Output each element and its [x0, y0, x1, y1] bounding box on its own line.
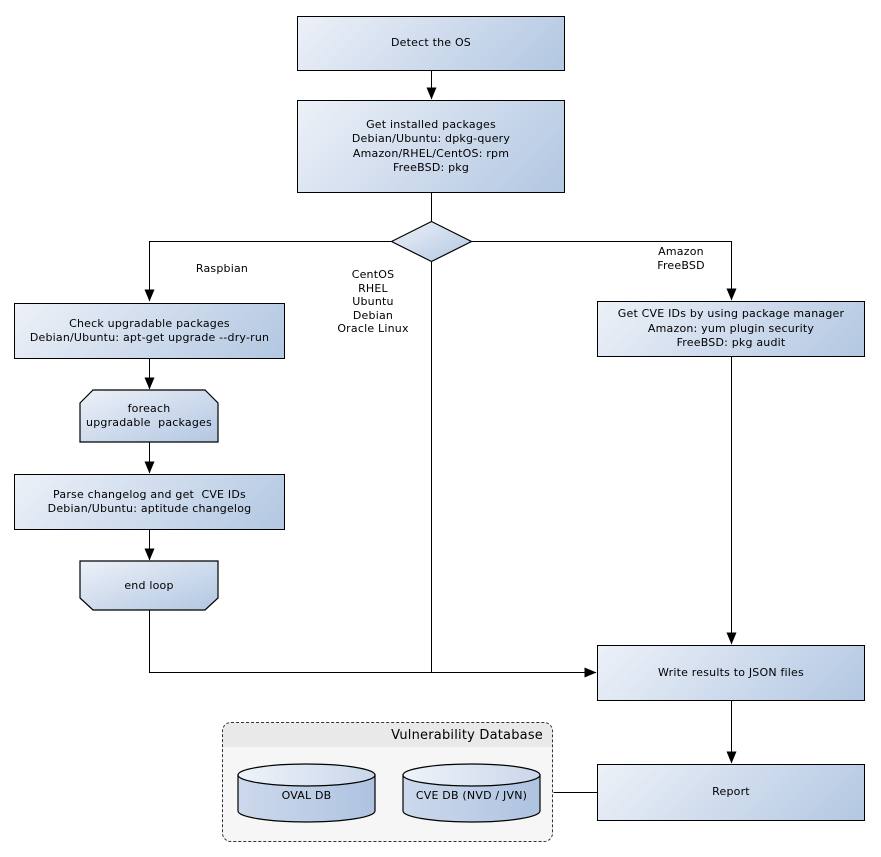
- oval-db-cylinder: [237, 763, 376, 823]
- branch-label-raspbian: Raspbian: [195, 262, 249, 276]
- node-parse-changelog: Parse changelog and get CVE IDs Debian/U…: [14, 474, 285, 530]
- oval-db-label: OVAL DB: [281, 789, 332, 802]
- foreach-loop-label: foreach upgradable packages: [86, 402, 212, 429]
- node-detect-os: Detect the OS: [297, 16, 565, 71]
- node-check-upgradable-packages: Check upgradable packages Debian/Ubuntu:…: [14, 303, 285, 359]
- node-write-results-json: Write results to JSON files: [597, 645, 865, 701]
- cve-db-label: CVE DB (NVD / JVN): [415, 789, 528, 802]
- node-get-cve-ids: Get CVE IDs by using package manager Ama…: [597, 301, 865, 357]
- edge-endloop-to-write: [150, 610, 597, 678]
- edge-decision-to-getcve: [472, 242, 737, 301]
- node-report: Report: [597, 764, 865, 821]
- end-loop-label: end loop: [124, 578, 174, 592]
- cve-db-cylinder: [402, 763, 541, 823]
- vulnerability-database-title: Vulnerability Database: [223, 723, 552, 747]
- branch-label-center-os-list: CentOS RHEL Ubuntu Debian Oracle Linux: [337, 268, 409, 336]
- foreach-loop-shape: [80, 390, 218, 442]
- node-get-installed-packages: Get installed packages Debian/Ubuntu: dp…: [297, 100, 565, 193]
- branch-label-amazon-freebsd: Amazon FreeBSD: [657, 245, 705, 272]
- end-loop-shape: [80, 561, 218, 610]
- os-decision-diamond: [392, 222, 472, 262]
- edge-decision-to-check: [144, 242, 392, 302]
